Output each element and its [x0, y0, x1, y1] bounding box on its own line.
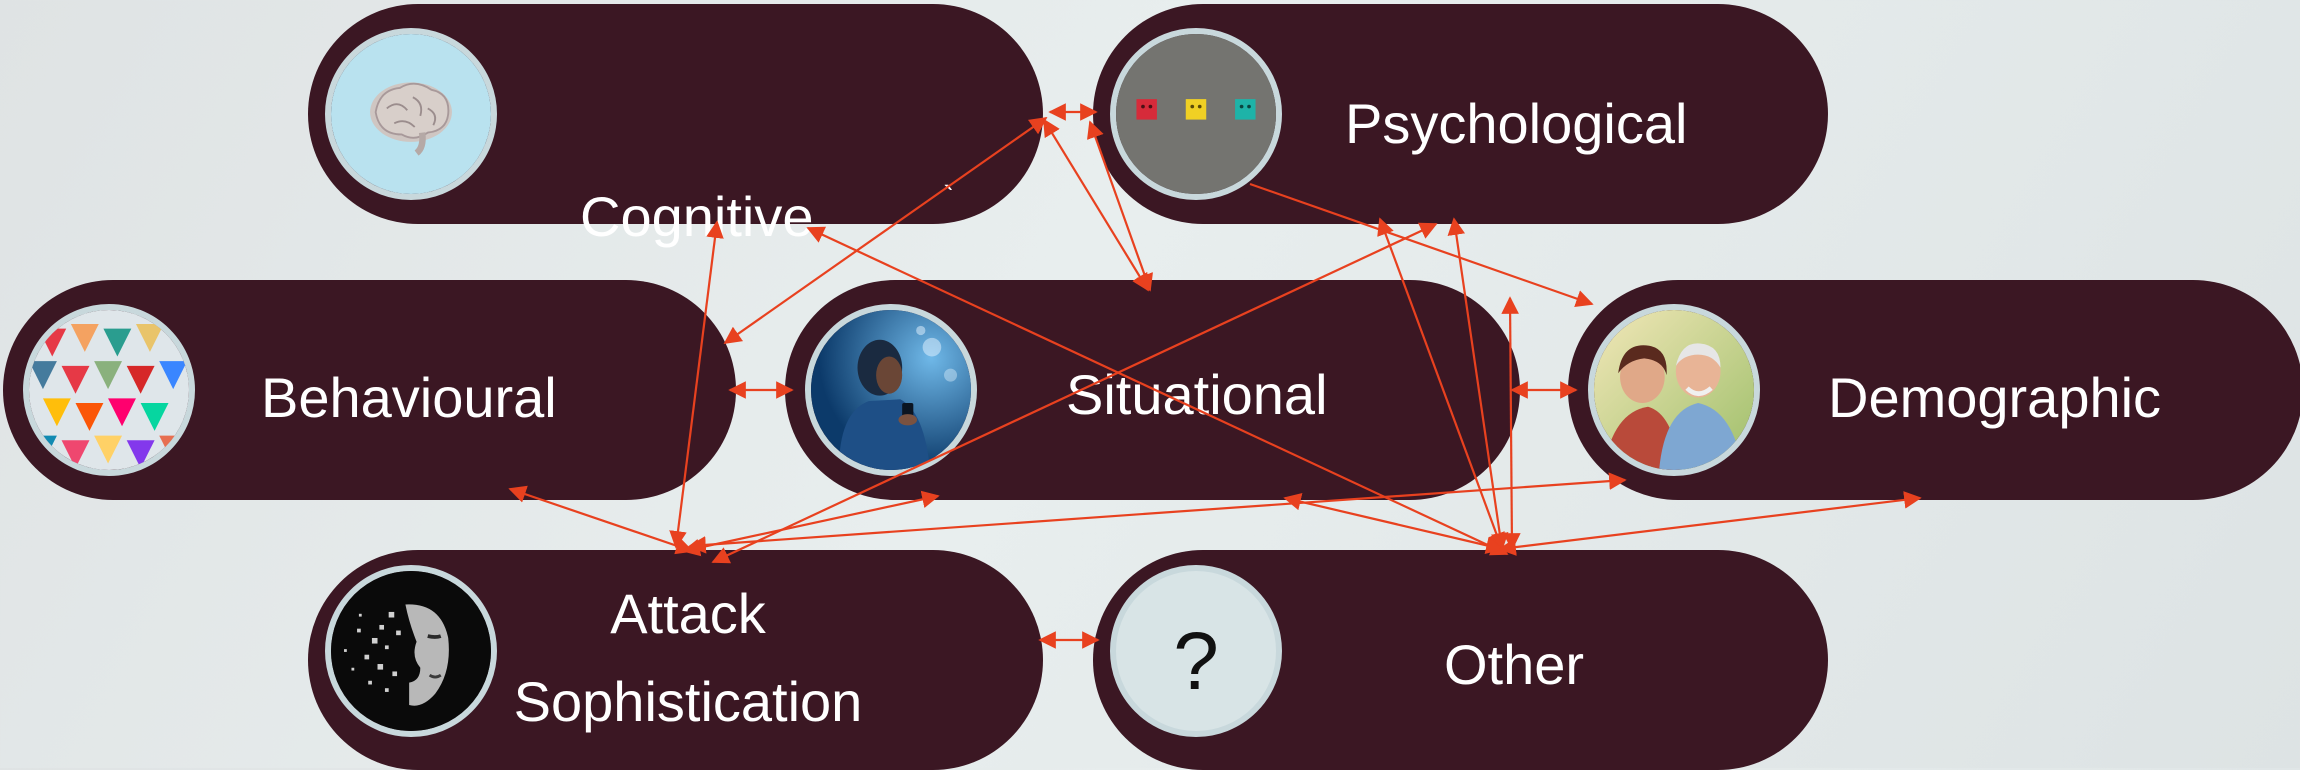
attack-sophistication-node: Attack Sophistication [308, 550, 1043, 770]
cognitive-node: Cognitive ` [308, 4, 1043, 245]
situational-label: Situational [1066, 363, 1328, 426]
arrow-other-situational [1283, 493, 1504, 554]
stray-mark: ` [943, 180, 955, 218]
attack-sophistication-label-line2: Sophistication [513, 670, 863, 733]
digital-face-icon [325, 565, 497, 737]
arrow-other-demographic [1498, 491, 1922, 556]
elderly-couple-icon [1588, 304, 1760, 476]
arrow-attack-situational [682, 490, 940, 557]
question-mark-icon: ? [1110, 565, 1282, 737]
cognitive-label: Cognitive [580, 185, 814, 248]
psychological-label: Psychological [1345, 92, 1688, 155]
question-mark-glyph: ? [1173, 616, 1219, 707]
colorful-flags-icon [23, 304, 195, 476]
emotion-blocks-icon [1110, 28, 1282, 200]
behavioural-node: Behavioural [3, 280, 736, 500]
person-with-phone-icon [805, 304, 977, 476]
other-label: Other [1444, 633, 1585, 696]
situational-node: Situational [785, 280, 1520, 500]
demographic-label: Demographic [1828, 366, 2162, 429]
demographic-node: Demographic [1568, 280, 2300, 500]
other-node: ? Other [1093, 550, 1828, 770]
attack-sophistication-label-line1: Attack [610, 582, 766, 645]
brain-icon [325, 28, 497, 200]
behavioural-label: Behavioural [261, 366, 557, 429]
psychological-node: Psychological [1093, 4, 1828, 224]
